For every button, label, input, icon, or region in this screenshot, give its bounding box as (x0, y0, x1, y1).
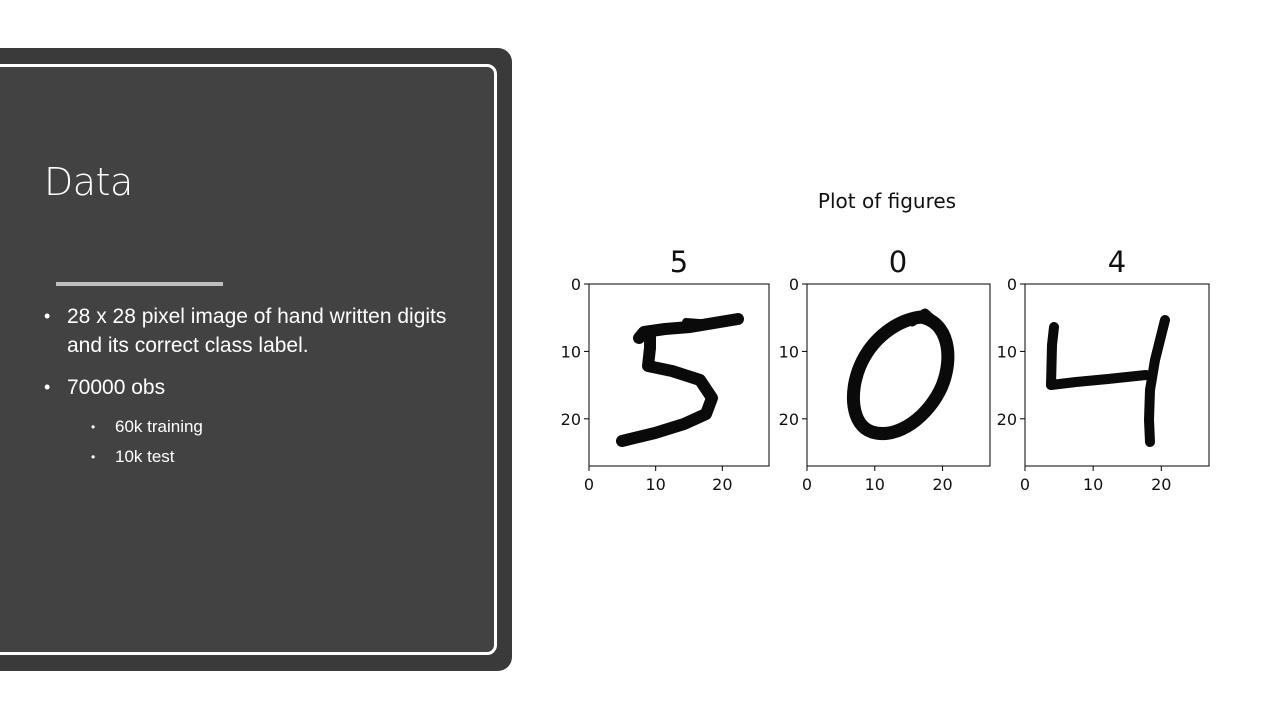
bullet-dot-icon: • (91, 420, 96, 434)
panel-title: 5 (670, 245, 688, 279)
y-tick-label: 10 (561, 342, 581, 361)
sub-bullet-item: • 60k training (44, 415, 464, 439)
y-tick-label: 0 (571, 275, 581, 294)
y-tick-label: 10 (779, 342, 799, 361)
bullet-dot-icon: • (91, 450, 96, 464)
x-tick-label: 10 (645, 475, 665, 494)
bullet-dot-icon: • (44, 377, 51, 397)
x-tick-label: 0 (584, 475, 594, 494)
bullet-list: • 28 x 28 pixel image of hand written di… (44, 302, 464, 475)
sub-bullet-item: • 10k test (44, 445, 464, 469)
bullet-text: 28 x 28 pixel image of hand written digi… (67, 305, 447, 357)
x-tick-label: 10 (865, 475, 885, 494)
title-underline (56, 282, 223, 286)
x-tick-label: 20 (712, 475, 732, 494)
y-tick-label: 0 (789, 275, 799, 294)
y-tick-label: 20 (779, 410, 799, 429)
x-tick-label: 0 (802, 475, 812, 494)
y-tick-label: 20 (997, 410, 1017, 429)
bullet-item: • 28 x 28 pixel image of hand written di… (44, 302, 464, 360)
digit-image-4 (1024, 283, 1210, 467)
bullet-dot-icon: • (44, 306, 51, 326)
digit-image-5 (588, 283, 770, 467)
panel-title: 4 (1108, 245, 1126, 279)
y-tick-label: 10 (997, 342, 1017, 361)
chart-title: Plot of figures (818, 189, 956, 213)
sub-bullet-text: 60k training (115, 417, 203, 436)
x-tick-label: 20 (1151, 475, 1171, 494)
slide-title: Data (44, 160, 133, 204)
axis-ticks: 0 10 20 0 10 20 0 10 20 0 10 20 0 10 20 0 10 20 (561, 275, 1172, 494)
y-tick-label: 20 (561, 410, 581, 429)
x-tick-label: 0 (1020, 475, 1030, 494)
panel-title: 0 (889, 245, 907, 279)
x-tick-label: 10 (1083, 475, 1103, 494)
bullet-text: 70000 obs (67, 376, 166, 399)
x-tick-label: 20 (932, 475, 952, 494)
digit-image-0 (806, 283, 991, 467)
slide-panel-inner (0, 64, 497, 655)
sub-bullet-text: 10k test (115, 447, 175, 466)
bullet-item: • 70000 obs (44, 373, 464, 402)
y-tick-label: 0 (1007, 275, 1017, 294)
